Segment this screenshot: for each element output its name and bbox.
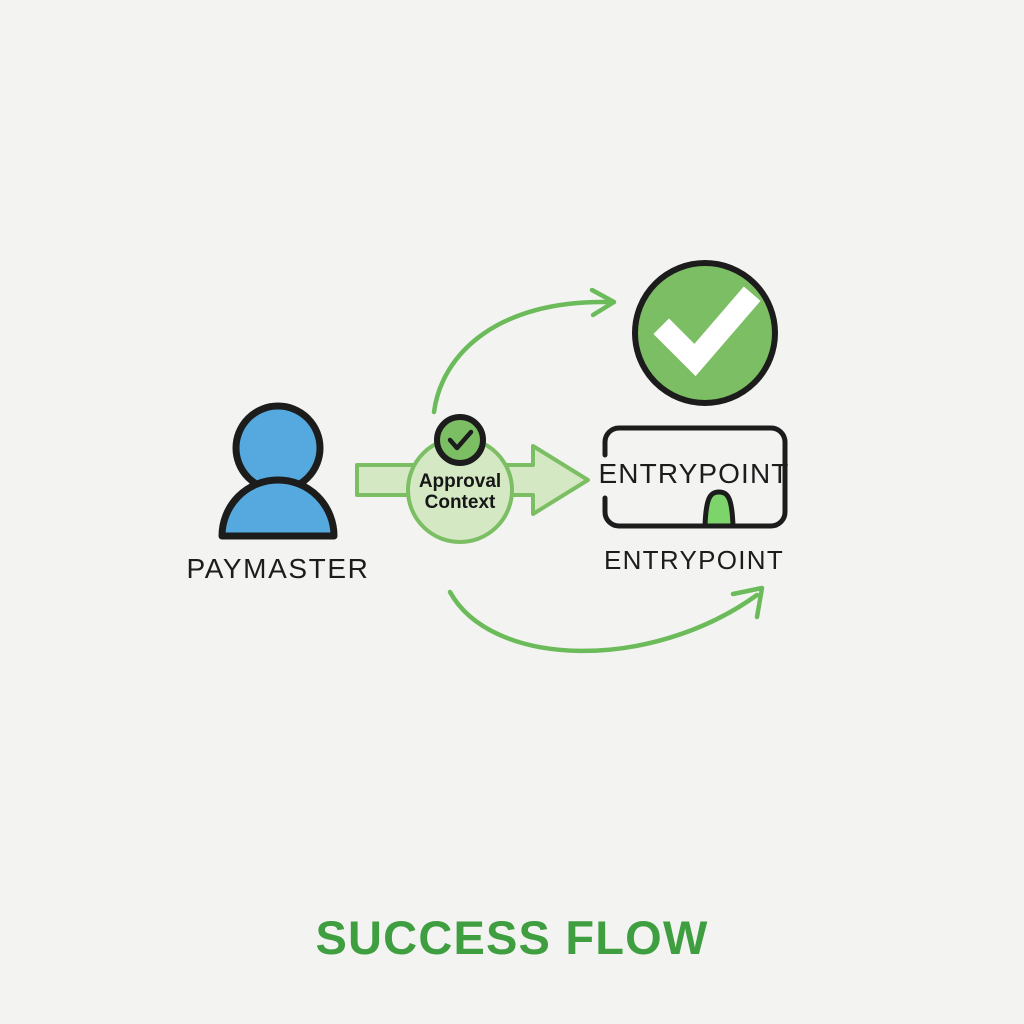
approval-to-entrypoint-arrow bbox=[447, 585, 765, 654]
entrypoint-box-notch bbox=[702, 489, 736, 529]
paymaster-label: PAYMASTER bbox=[186, 553, 370, 584]
check-circle-icon bbox=[632, 260, 778, 406]
check-circle-mark bbox=[653, 286, 761, 377]
person-icon bbox=[218, 402, 338, 540]
approval-context-label-line2: Context bbox=[424, 492, 496, 513]
entrypoint-box-outline-upper bbox=[602, 425, 788, 529]
bottom-curve-path bbox=[447, 589, 760, 654]
top-curve-arrowhead bbox=[589, 287, 617, 318]
entrypoint-box-outline-lower bbox=[602, 495, 736, 529]
bottom-curve-arrowhead bbox=[730, 585, 765, 620]
person-body bbox=[218, 476, 338, 540]
check-badge-mark bbox=[447, 429, 474, 451]
entrypoint-box bbox=[602, 425, 788, 529]
approval-context-node bbox=[406, 414, 514, 544]
approval-context-label-line1: Approval bbox=[418, 471, 502, 492]
top-curve-path bbox=[431, 299, 611, 415]
entrypoint-box-label: ENTRYPOINT bbox=[598, 458, 790, 489]
check-badge-icon bbox=[434, 414, 486, 466]
approval-to-success-arrow bbox=[431, 287, 617, 415]
diagram-title: SUCCESS FLOW bbox=[315, 911, 709, 964]
entrypoint-sub-label: ENTRYPOINT bbox=[603, 545, 785, 575]
